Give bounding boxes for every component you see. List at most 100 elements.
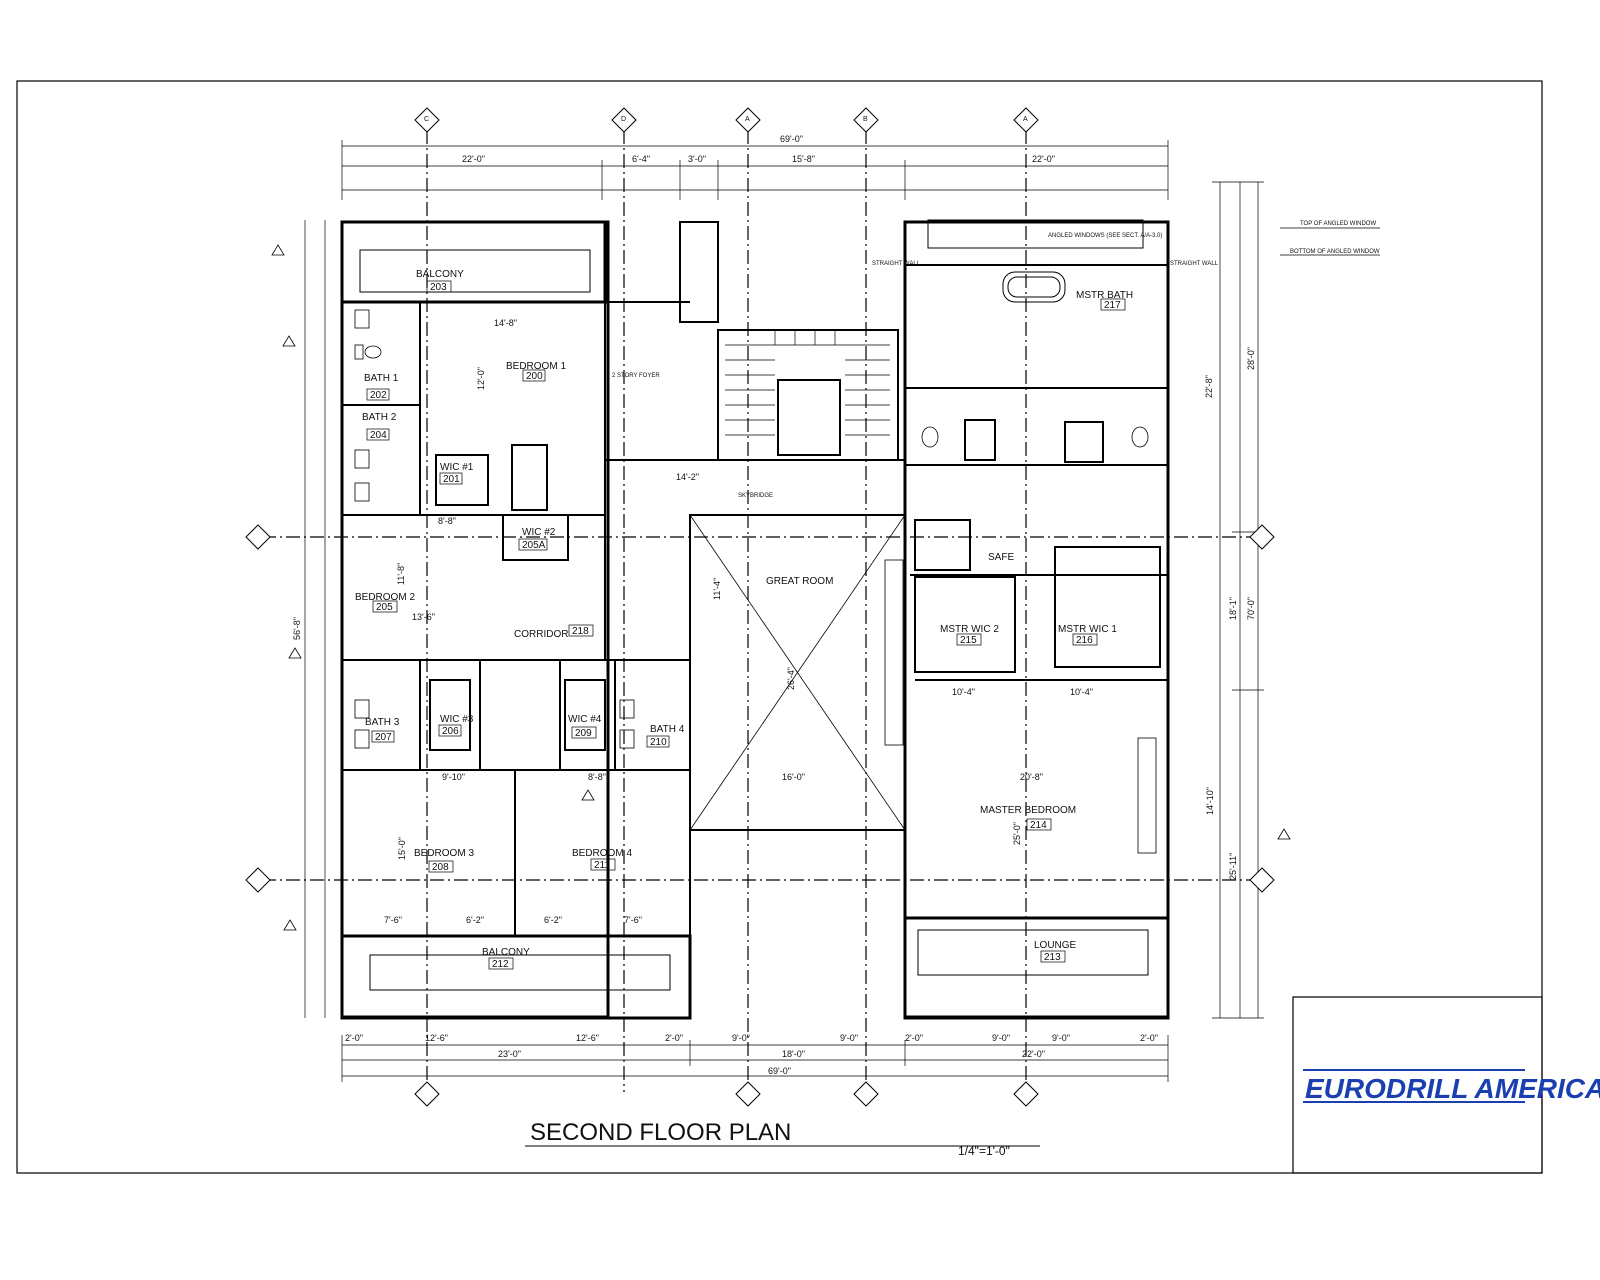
svg-text:A: A: [745, 116, 750, 123]
room-label-wic-4: WIC #4: [568, 714, 602, 725]
revision-triangles: [271, 244, 1291, 931]
plumbing-fixtures: [354, 309, 1157, 854]
dim-top-4: 15'-8": [792, 154, 815, 164]
room-number-bedroom-4: 211: [594, 860, 610, 871]
svg-text:D: D: [621, 116, 626, 123]
room-label-wic-3: WIC #3: [440, 714, 474, 725]
dim-bottom-detail-2: 12'-6": [425, 1033, 448, 1043]
svg-text:6'-2": 6'-2": [544, 915, 562, 925]
svg-text:C: C: [424, 116, 429, 123]
room-number-boxes: [366, 280, 1126, 970]
dim-bottom-detail-5: 9'-0": [732, 1033, 750, 1043]
svg-text:14'-8": 14'-8": [494, 318, 517, 328]
room-number-wic-1: 201: [443, 474, 460, 485]
note-straight-wall-left: STRAIGHT WALL: [872, 261, 921, 267]
dim-top-3: 3'-0": [688, 154, 706, 164]
svg-text:25'-0": 25'-0": [1012, 822, 1022, 845]
room-number-bath-4: 210: [650, 737, 667, 748]
room-label-bedroom-1: BEDROOM 1: [506, 361, 566, 372]
drawing-title: SECOND FLOOR PLAN: [530, 1119, 791, 1146]
room-label-mstr-bath: MSTR BATH: [1076, 290, 1133, 301]
dim-bottom-detail-7: 2'-0": [905, 1033, 923, 1043]
dim-bottom-detail-9: 9'-0": [1052, 1033, 1070, 1043]
dim-right-3: 25'-11": [1228, 853, 1238, 880]
svg-text:10'-4": 10'-4": [952, 687, 975, 697]
svg-text:15'-0": 15'-0": [397, 837, 407, 860]
room-label-bath-4: BATH 4: [650, 724, 685, 735]
room-label-foyer: 2 STORY FOYER: [612, 373, 660, 379]
room-label-bath-1: BATH 1: [364, 373, 399, 384]
dim-overall-bottom: 69'-0": [768, 1066, 791, 1076]
svg-text:20'-8": 20'-8": [1020, 772, 1043, 782]
svg-text:B: B: [863, 116, 868, 123]
dim-top-2: 6'-4": [632, 154, 650, 164]
dim-bottom-detail-8: 9'-0": [992, 1033, 1010, 1043]
room-label-bedroom-4: BEDROOM 4: [572, 848, 632, 859]
room-label-lounge: LOUNGE: [1034, 940, 1077, 951]
room-labels: BALCONY 203 BEDROOM 1 200 BATH 1 202 BAT…: [355, 269, 1133, 970]
dimension-lines: [304, 140, 1264, 1082]
dim-bottom-detail-10: 2'-0": [1140, 1033, 1158, 1043]
room-number-lounge: 213: [1044, 952, 1061, 963]
room-label-corridor: CORRIDOR: [514, 629, 568, 640]
svg-text:A: A: [1023, 116, 1028, 123]
room-label-mstr-wic-1: MSTR WIC 1: [1058, 624, 1117, 635]
drawing-scale: 1/4"=1'-0": [958, 1144, 1010, 1158]
room-number-balcony-bottom: 212: [492, 959, 509, 970]
room-label-bath-2: BATH 2: [362, 412, 397, 423]
svg-text:10'-4": 10'-4": [1070, 687, 1093, 697]
svg-text:26'-4": 26'-4": [786, 667, 796, 690]
room-label-bedroom-3: BEDROOM 3: [414, 848, 474, 859]
room-label-safe: SAFE: [988, 552, 1014, 563]
svg-text:22'-8": 22'-8": [1204, 375, 1214, 398]
dim-right-2: 18'-1": [1228, 597, 1238, 620]
room-number-bath-2: 204: [370, 430, 387, 441]
grid-lines: [262, 130, 1262, 1092]
window-notes: TOP OF ANGLED WINDOW BOTTOM OF ANGLED WI…: [872, 221, 1380, 267]
dim-bottom-1: 23'-0": [498, 1049, 521, 1059]
room-number-bath-1: 202: [370, 390, 387, 401]
room-label-master-bedroom: MASTER BEDROOM: [980, 805, 1076, 816]
svg-text:7'-6": 7'-6": [624, 915, 642, 925]
room-number-bedroom-1: 200: [526, 371, 543, 382]
bathtub: [1002, 271, 1066, 303]
dim-bottom-detail-1: 2'-0": [345, 1033, 363, 1043]
room-label-balcony-bottom: BALCONY: [482, 947, 530, 958]
balcony-railings: [359, 219, 1149, 991]
note-straight-wall-right: STRAIGHT WALL: [1170, 261, 1219, 267]
room-number-bedroom-3: 208: [432, 862, 449, 873]
svg-text:8'-8": 8'-8": [438, 516, 456, 526]
company-name: EURODRILL AMERICA: [1305, 1073, 1600, 1104]
dim-right-1: 28'-0": [1246, 347, 1256, 370]
dim-bottom-3: 22'-0": [1022, 1049, 1045, 1059]
dim-overall-top: 69'-0": [780, 134, 803, 144]
svg-text:12'-0": 12'-0": [476, 367, 486, 390]
room-dimensions: 14'-8" 12'-0" 13'-6" 11'-8" 15'-0" 9'-10…: [384, 318, 1215, 925]
note-angled-windows: ANGLED WINDOWS (SEE SECT. A/A-3.0): [1048, 233, 1162, 239]
svg-text:16'-0": 16'-0": [782, 772, 805, 782]
room-number-master-bedroom: 214: [1030, 820, 1047, 831]
sheet-border: [16, 80, 1543, 1174]
svg-text:7'-6": 7'-6": [384, 915, 402, 925]
svg-text:14'-2": 14'-2": [676, 472, 699, 482]
great-room-open-to-below: [689, 514, 906, 831]
room-number-balcony-top: 203: [430, 282, 447, 293]
svg-text:8'-8": 8'-8": [588, 772, 606, 782]
room-label-wic-1: WIC #1: [440, 462, 474, 473]
room-number-wic-4: 209: [575, 728, 592, 739]
room-label-bedroom-2: BEDROOM 2: [355, 592, 415, 603]
grid-bubbles: [245, 107, 1275, 1107]
room-label-great-room: GREAT ROOM: [766, 576, 833, 587]
dim-bottom-detail-4: 2'-0": [665, 1033, 683, 1043]
svg-text:9'-10": 9'-10": [442, 772, 465, 782]
note-top-angled-window: TOP OF ANGLED WINDOW: [1300, 221, 1376, 227]
room-label-wic-2: WIC #2: [522, 527, 556, 538]
dim-overall-left: 56'-8": [292, 617, 302, 640]
svg-text:13'-6": 13'-6": [412, 612, 435, 622]
dim-bottom-2: 18'-0": [782, 1049, 805, 1059]
stair-treads: [725, 330, 890, 436]
company-logo: EURODRILL AMERICA: [1303, 1069, 1600, 1104]
title-block: [1292, 996, 1543, 1174]
dim-bottom-detail-3: 12'-6": [576, 1033, 599, 1043]
